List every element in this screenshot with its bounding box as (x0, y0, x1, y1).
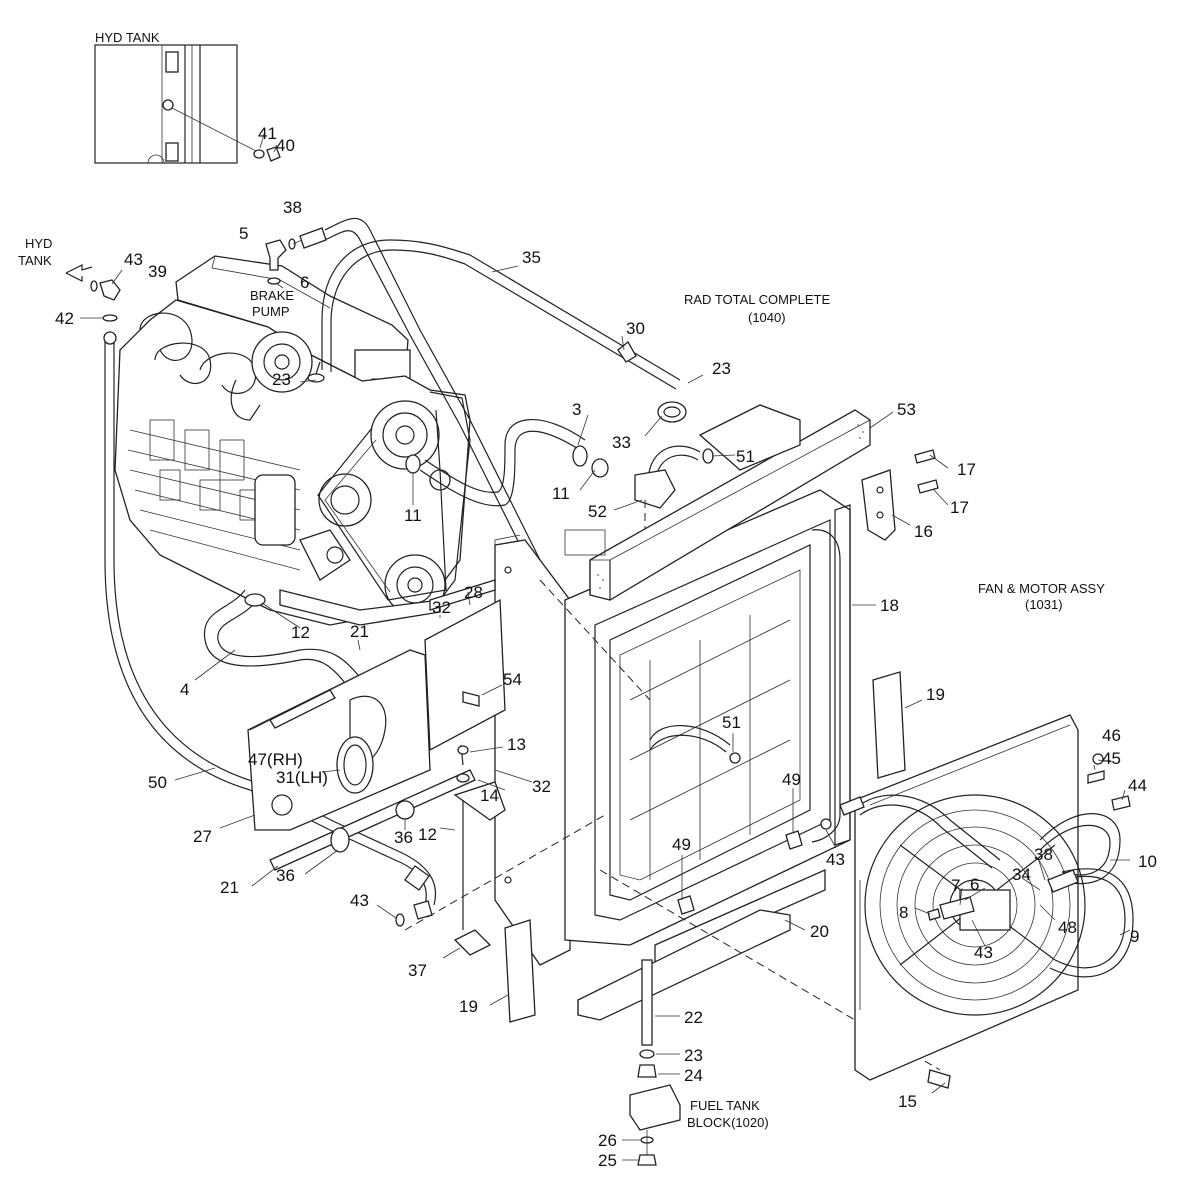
callout-number: 43 (826, 850, 845, 869)
label-hyd-tank-inset: HYD TANK (95, 30, 160, 45)
callout-number: 34 (1012, 865, 1031, 884)
callout-number: 7 (951, 876, 960, 895)
callout-number: 21 (350, 622, 369, 641)
callout-number: 33 (612, 433, 631, 452)
callout-number: 9 (1130, 927, 1139, 946)
callout-number: 43 (124, 250, 143, 269)
callout-number: 26 (598, 1131, 617, 1150)
callout-number: 28 (464, 583, 483, 602)
callout-number: 8 (899, 903, 908, 922)
callout-number: 11 (552, 484, 570, 503)
callout-number: 51 (722, 713, 741, 732)
fitting-49-lower (677, 895, 695, 915)
callout-number: 23 (272, 370, 291, 389)
callout-number: 4 (180, 680, 189, 699)
callout-number: 13 (507, 735, 526, 754)
callout-number: 17 (950, 498, 969, 517)
callout-number: 44 (1128, 776, 1147, 795)
fan-motor-assy (785, 714, 1134, 1089)
callout-number: 21 (220, 878, 239, 897)
callout-number: 14 (480, 786, 499, 805)
callout-number: 45 (1102, 749, 1121, 768)
callout-number: 23 (684, 1046, 703, 1065)
callout-number: 41 (258, 124, 277, 143)
callout-number: 16 (914, 522, 933, 541)
label-hyd-tank-line2: TANK (18, 253, 52, 268)
callout-number: 18 (880, 596, 899, 615)
label-fan-motor-line2: (1031) (1025, 597, 1063, 612)
callout-number: 10 (1138, 852, 1157, 871)
callout-number: 6 (970, 875, 979, 894)
callout-number: 36 (394, 828, 413, 847)
callout-number: 54 (503, 670, 522, 689)
callout-number: 27 (193, 827, 212, 846)
leader-lines (80, 133, 1131, 1161)
label-hyd-tank-line1: HYD (25, 236, 52, 251)
callout-number: 3 (572, 400, 581, 419)
callout-number: 32 (532, 777, 551, 796)
callout-number: 38 (283, 198, 302, 217)
callout-number: 39 (148, 262, 167, 281)
hyd-tank-inset (94, 44, 281, 164)
callout-number: 19 (459, 997, 478, 1016)
callout-number: 52 (588, 502, 607, 521)
callout-number: 42 (55, 309, 74, 328)
label-rad-total-line2: (1040) (748, 310, 786, 325)
callout-number: 24 (684, 1066, 703, 1085)
label-fan-motor-line1: FAN & MOTOR ASSY (978, 581, 1105, 596)
brake-pump-fittings (265, 217, 561, 606)
callout-number: 50 (148, 773, 167, 792)
callout-number: 25 (598, 1151, 617, 1170)
callout-number: 46 (1102, 726, 1121, 745)
callout-number: 48 (1058, 918, 1077, 937)
hose-3 (405, 419, 609, 507)
callout-number: 12 (418, 825, 437, 844)
callout-number: 23 (712, 359, 731, 378)
callout-number: 47(RH) (248, 750, 303, 769)
callout-number: 49 (782, 770, 801, 789)
callout-number: 5 (239, 224, 248, 243)
hose-4 (203, 589, 371, 701)
callout-number: 11 (404, 506, 422, 525)
fittings-hyd-tank (65, 264, 121, 322)
label-brake-pump-line1: BRAKE (250, 288, 294, 303)
callout-number: 17 (957, 460, 976, 479)
callout-number: 43 (974, 943, 993, 962)
hose-35 (307, 239, 681, 390)
radiator (247, 404, 941, 1071)
callout-number: 38 (1034, 845, 1053, 864)
callout-number: 31(LH) (276, 768, 328, 787)
callout-number: 37 (408, 961, 427, 980)
text-labels: HYD TANK HYD TANK BRAKE PUMP RAD TOTAL C… (18, 30, 1105, 1130)
callout-numbers: 41 40 38 5 6 43 39 42 35 30 23 3 33 11 5… (55, 124, 1157, 1170)
label-fuel-tank-line2: BLOCK(1020) (687, 1115, 769, 1130)
callout-number: 19 (926, 685, 945, 704)
callout-number: 40 (276, 136, 295, 155)
callout-number: 6 (300, 273, 309, 292)
callout-number: 20 (810, 922, 829, 941)
callout-number: 30 (626, 319, 645, 338)
callout-number: 12 (291, 623, 310, 642)
callout-number: 22 (684, 1008, 703, 1027)
callout-number: 51 (736, 447, 755, 466)
callout-number: 36 (276, 866, 295, 885)
label-fuel-tank-line1: FUEL TANK (690, 1098, 760, 1113)
callout-number: 53 (897, 400, 916, 419)
engine (114, 255, 471, 626)
callout-number: 15 (898, 1092, 917, 1111)
callout-number: 32 (432, 598, 451, 617)
fuel-tank-block (629, 959, 681, 1166)
label-rad-total-line1: RAD TOTAL COMPLETE (684, 292, 830, 307)
callout-number: 43 (350, 891, 369, 910)
callout-number: 35 (522, 248, 541, 267)
label-brake-pump-line2: PUMP (252, 304, 290, 319)
callout-number: 49 (672, 835, 691, 854)
